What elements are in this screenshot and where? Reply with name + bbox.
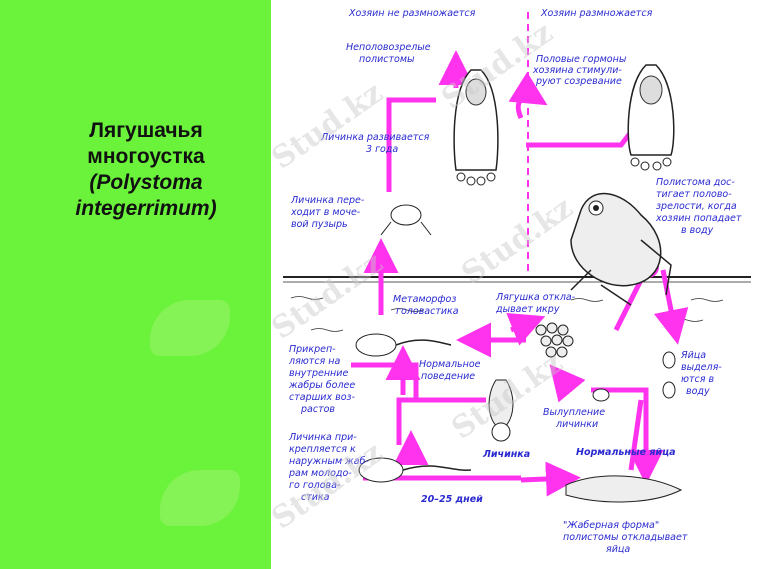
- small-frog-icon: [380, 204, 432, 236]
- label-eggs-out-2: выделя-: [681, 362, 722, 373]
- label-attach-ext-2: крепляется к: [289, 444, 356, 455]
- label-gill-form-3: яйца: [606, 544, 630, 555]
- label-metamorph-1: Метаморфоз: [393, 294, 456, 305]
- watermark-leaf-icon: [150, 300, 230, 356]
- released-eggs-icon: [662, 351, 676, 399]
- label-enters-3: вой пузырь: [291, 219, 348, 230]
- label-attach-int-2: ляются на: [288, 356, 340, 367]
- label-spawn-1: Лягушка откла-: [495, 292, 576, 303]
- label-mature-3: зрелости, когда: [656, 201, 737, 212]
- label-develops-1: Личинка развивается: [320, 132, 430, 143]
- label-attach-ext-4: рам молодо-: [288, 468, 352, 479]
- gill-form-polystoma-icon: [565, 475, 683, 503]
- label-develops-2: 3 года: [366, 144, 398, 155]
- slide-title: Лягушачья многоустка (Polystoma integerr…: [28, 118, 264, 222]
- label-eggs-out-4: воду: [686, 386, 710, 397]
- label-enters-2: ходит в моче-: [290, 207, 361, 218]
- label-spawn-2: дывает икру: [495, 304, 560, 315]
- label-gill-form-2: полистомы откладывает: [563, 532, 688, 543]
- label-attach-int-6: растов: [300, 404, 335, 415]
- life-cycle-diagram: Хозяин не размножается Хозяин размножает…: [271, 8, 751, 555]
- label-attach-ext-6: стика: [301, 492, 330, 503]
- diagram-panel: Хозяин не размножается Хозяин размножает…: [271, 0, 760, 569]
- label-gill-form-1: "Жаберная форма": [563, 520, 659, 531]
- label-mature-5: в воду: [681, 225, 714, 236]
- label-attach-ext-1: Личинка при-: [288, 432, 357, 443]
- label-eggs-out-3: ются в: [681, 374, 714, 385]
- label-mature-2: тигает полово-: [656, 189, 732, 200]
- label-attach-int-1: Прикреп-: [289, 344, 336, 355]
- life-cycle-arrows: [351, 50, 689, 497]
- title-line-2: многоустка: [87, 145, 205, 168]
- label-metamorph-2: головастика: [396, 306, 459, 317]
- label-immature-2: полистомы: [359, 54, 415, 65]
- label-attach-ext-5: го голова-: [289, 480, 341, 491]
- label-immature-1: Неполовозрелые: [346, 42, 431, 53]
- label-hormones-3: руют созревание: [535, 76, 622, 87]
- adult-frog-icon: [570, 193, 672, 306]
- label-attach-ext-3: наружным жаб-: [289, 456, 369, 467]
- label-days: 20–25 дней: [421, 494, 483, 505]
- polystoma-mature-icon: [627, 64, 675, 171]
- tadpole-young-icon: [358, 457, 472, 483]
- header-host-not-breeding: Хозяин не размножается: [348, 8, 476, 19]
- tadpole-older-icon: [355, 333, 452, 357]
- label-attach-int-3: внутренние: [289, 368, 348, 379]
- watermark-leaf-icon: [160, 470, 240, 526]
- label-hormones-1: Половые гормоны: [536, 54, 627, 65]
- label-normal-beh-1: Нормальное: [419, 359, 481, 370]
- polystoma-immature-icon: [453, 69, 499, 186]
- larva-icon: [488, 379, 514, 442]
- label-eggs-out-1: Яйца: [680, 350, 706, 361]
- label-mature-4: хозяин попадает: [655, 213, 742, 224]
- label-attach-int-4: жабры более: [288, 380, 355, 391]
- label-mature-1: Полистома дос-: [656, 177, 735, 188]
- label-hatch-2: личинки: [555, 419, 598, 430]
- water-surface: [283, 276, 751, 332]
- diagram-labels: Неполовозрелые полистомы Половые гормоны…: [288, 42, 742, 555]
- label-normal-beh-2: поведение: [421, 371, 475, 382]
- label-attach-int-5: старших воз-: [289, 392, 356, 403]
- label-normal-eggs: Нормальные яйца: [576, 447, 676, 458]
- label-hormones-2: хозяина стимули-: [532, 65, 622, 76]
- label-larva: Личинка: [482, 449, 530, 460]
- title-line-1: Лягушачья: [89, 119, 203, 142]
- hatching-egg-icon: [592, 388, 610, 402]
- title-line-3: (Polystoma: [89, 171, 203, 194]
- frog-spawn-icon: [535, 322, 574, 358]
- title-line-4: integerrimum): [75, 197, 217, 220]
- label-hatch-1: Вылупление: [543, 407, 605, 418]
- label-enters-1: Личинка пере-: [290, 195, 365, 206]
- watermark-text: Stud.kz: [271, 75, 389, 176]
- watermark-text: Stud.kz: [271, 245, 389, 346]
- header-host-breeding: Хозяин размножается: [540, 8, 653, 19]
